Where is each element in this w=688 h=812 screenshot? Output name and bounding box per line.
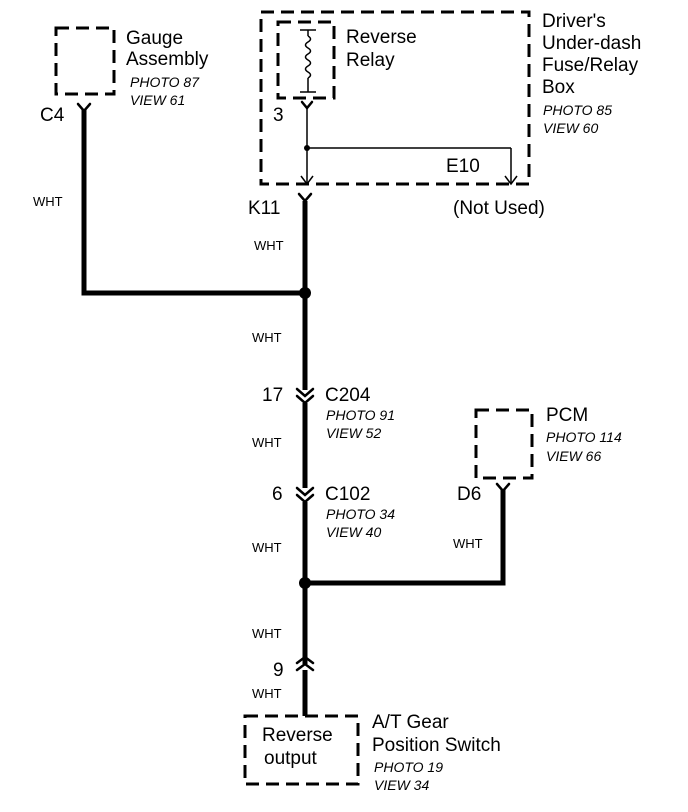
e10-arrow-icon xyxy=(504,175,518,186)
e10-label: E10 xyxy=(446,156,480,177)
c102-connector-symbol-top xyxy=(295,486,315,497)
relay-name-line1: Reverse xyxy=(346,27,417,48)
switch-view-ref: VIEW 34 xyxy=(374,777,429,793)
gauge-assembly-box xyxy=(54,26,116,96)
pcm-wire xyxy=(305,490,506,586)
c102-photo-ref: PHOTO 34 xyxy=(326,506,395,522)
switch-pin-label: 9 xyxy=(273,660,284,681)
d6-connector-label: D6 xyxy=(457,484,481,505)
lower-wire-color: WHT xyxy=(252,626,282,641)
fuse-box-photo-ref: PHOTO 85 xyxy=(543,102,612,118)
relay-name-line2: Relay xyxy=(346,50,395,71)
pcm-name: PCM xyxy=(546,405,588,426)
relay-coil-icon xyxy=(304,35,312,79)
fuse-box-name-line3: Fuse/Relay xyxy=(542,55,639,76)
c102-name-label: C102 xyxy=(325,484,370,505)
between-connectors-wire-color: WHT xyxy=(252,435,282,450)
switch-photo-ref: PHOTO 19 xyxy=(374,759,443,775)
pcm-box xyxy=(474,408,534,480)
c102-pin-label: 6 xyxy=(272,484,283,505)
gauge-name-line1: Gauge xyxy=(126,28,183,49)
gauge-wire-color: WHT xyxy=(33,194,63,209)
c4-connector-symbol xyxy=(76,102,92,113)
c204-photo-ref: PHOTO 91 xyxy=(326,407,395,423)
gear-position-switch-box xyxy=(243,714,360,786)
switch-name-line2: Position Switch xyxy=(372,735,501,756)
switch-inner-line2: output xyxy=(264,748,318,769)
c102-view-ref: VIEW 40 xyxy=(326,524,381,540)
c4-connector-label: C4 xyxy=(40,105,65,126)
fuse-box-view-ref: VIEW 60 xyxy=(543,120,598,136)
c204-connector-symbol-top xyxy=(295,387,315,398)
lower-splice xyxy=(299,577,311,589)
c204-view-ref: VIEW 52 xyxy=(326,425,381,441)
switch-top-wire-color: WHT xyxy=(252,686,282,701)
pcm-view-ref: VIEW 66 xyxy=(546,448,601,464)
switch-connector-symbol-bottom xyxy=(295,662,315,672)
k11-wire-color: WHT xyxy=(254,238,284,253)
gauge-photo-ref: PHOTO 87 xyxy=(130,74,200,90)
main-upper-wire-color: WHT xyxy=(252,330,282,345)
switch-connector-symbol-top xyxy=(295,655,315,665)
below-c102-wire-color: WHT xyxy=(252,540,282,555)
k11-connector-symbol xyxy=(297,192,313,203)
gauge-view-ref: VIEW 61 xyxy=(130,92,185,108)
not-used-label: (Not Used) xyxy=(453,198,545,219)
relay-pin-connector-symbol xyxy=(300,100,314,110)
reverse-relay-box xyxy=(276,20,336,100)
k11-arrow-icon xyxy=(300,175,314,186)
c204-pin-label: 17 xyxy=(262,385,283,406)
fuse-box-name-line1: Driver's xyxy=(542,11,606,32)
c204-name-label: C204 xyxy=(325,385,371,406)
k11-connector-label: K11 xyxy=(248,198,280,219)
d6-connector-symbol xyxy=(495,482,511,493)
pcm-wire-color: WHT xyxy=(453,536,483,551)
fuse-box-name-line2: Under-dash xyxy=(542,33,641,54)
fuse-box-name-line4: Box xyxy=(542,77,575,98)
upper-splice xyxy=(299,287,311,299)
pcm-photo-ref: PHOTO 114 xyxy=(546,429,622,445)
relay-pin-label: 3 xyxy=(273,105,284,126)
gauge-name-line2: Assembly xyxy=(126,49,209,70)
gauge-wire xyxy=(81,110,305,296)
switch-inner-line1: Reverse xyxy=(262,725,333,746)
switch-name-line1: A/T Gear xyxy=(372,712,449,733)
